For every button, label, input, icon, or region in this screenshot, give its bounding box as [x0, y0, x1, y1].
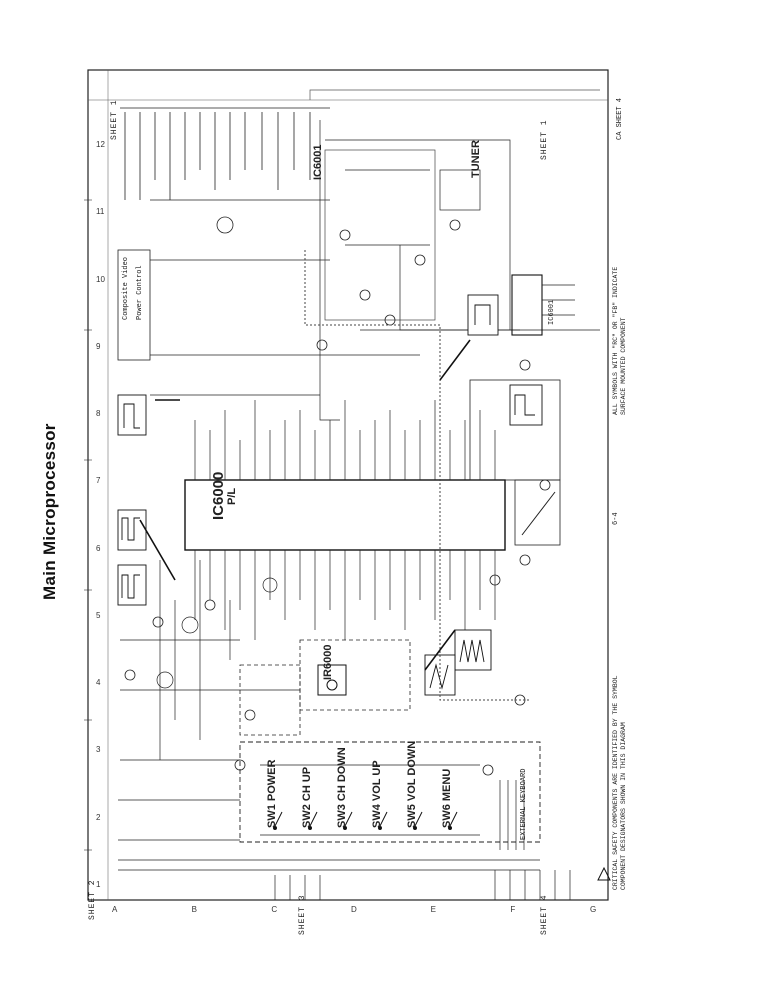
grid-col-3: 3 [96, 745, 101, 755]
switch-ch-up: SW2 CH UP [301, 766, 313, 828]
switch-vol-up: SW4 VOL UP [371, 760, 383, 828]
ic6000-pins [194, 400, 496, 640]
legend-box [117, 249, 151, 361]
ir-receiver-box [299, 639, 411, 711]
grid-col-1: 1 [96, 880, 101, 889]
grid-col-11: 11 [96, 207, 105, 217]
grid-col-10: 10 [96, 274, 105, 284]
note-critical-safety: CRITICAL SAFETY COMPONENTS ARE IDENTIFIE… [612, 675, 627, 890]
grid-col-2: 2 [96, 812, 101, 822]
keyboard-label: EXTERNAL KEYBOARD [520, 768, 528, 840]
grid-col-7: 7 [96, 476, 101, 486]
corner-label: CA SHEET 4 [616, 97, 624, 140]
grid-col-9: 9 [96, 341, 101, 351]
grid-row-B: B [191, 905, 197, 914]
ic6000-sublabel: P/L [226, 487, 238, 505]
waveform-boxes [117, 294, 543, 696]
page-title: Main Microprocessor [40, 423, 59, 600]
dotted-bus [304, 250, 530, 701]
top-bus [120, 107, 330, 200]
sheet-label-top-right: SHEET 1 [540, 119, 549, 160]
tuner-ic-label: IC6001 [312, 144, 324, 180]
switch-ch-down: SW3 CH DOWN [336, 747, 348, 828]
left-dashed-block [239, 664, 301, 736]
ir-receiver-label: IR6000 [322, 644, 334, 680]
switch-menu: SW6 MENU [441, 768, 453, 828]
grid-row-A: A [112, 905, 118, 914]
keyboard-box [239, 741, 541, 843]
keyboard-bus [260, 764, 525, 850]
switch-power: SW1 POWER [266, 759, 278, 828]
legend-line-1: Composite Video [122, 256, 130, 320]
ic6001-label: IC6001 [548, 299, 556, 325]
sheet-label-bottom-right: SHEET 4 [540, 894, 549, 935]
sheet-label-top-left: SHEET 1 [110, 99, 119, 140]
grid-row-F: F [510, 905, 516, 914]
upper-busses [150, 89, 600, 421]
switch-vol-down: SW5 VOL DOWN [406, 740, 418, 828]
grid-col-12: 12 [96, 140, 105, 149]
grid-row-C: C [271, 905, 278, 914]
page-number: 6-4 [612, 512, 620, 525]
grid-col-4: 4 [96, 678, 101, 688]
sheet-label-bottom-mid: SHEET 3 [298, 894, 307, 935]
grid-col-6: 6 [96, 543, 101, 553]
left-section [118, 560, 540, 871]
note-surface-mount: ALL SYMBOLS WITH "RC" OR "FB" INDICATE S… [612, 266, 627, 415]
switch-symbols [273, 811, 458, 830]
ic6000-label: IC6000 [210, 471, 227, 520]
tuner-label: TUNER [470, 140, 482, 178]
grid-row-G: G [590, 905, 597, 914]
warning-triangle-icon [597, 866, 611, 881]
legend-line-2: Power Control [136, 265, 144, 320]
border-frame [87, 69, 609, 901]
grid-row-D: D [351, 905, 357, 914]
ic6001-body [511, 274, 543, 336]
bottom-connectors [274, 870, 571, 900]
arrows [139, 339, 471, 671]
grid-row-E: E [430, 905, 436, 914]
grid-col-5: 5 [96, 610, 101, 620]
grid-col-8: 8 [96, 409, 101, 419]
